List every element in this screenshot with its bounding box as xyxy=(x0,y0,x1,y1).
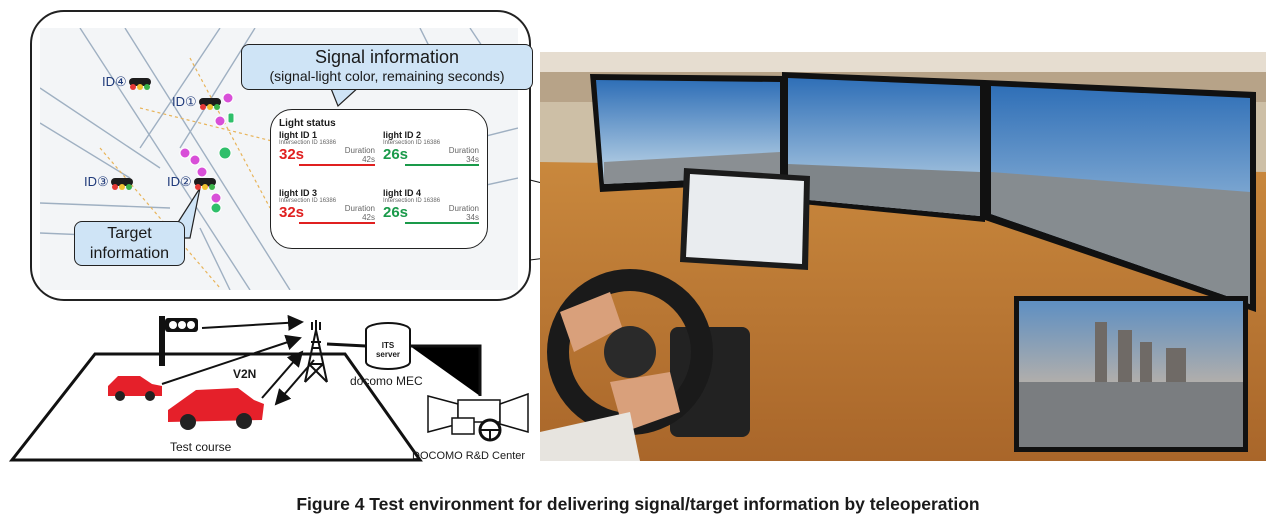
progress-line xyxy=(405,222,479,224)
light-name: light ID 3 xyxy=(279,188,317,198)
cockpit-scene xyxy=(540,52,1266,461)
its-server-label: ITS server xyxy=(373,341,403,359)
traffic-signal-icon xyxy=(159,316,198,366)
signal-id-label: ID② xyxy=(167,174,192,189)
intersection-id: Intersection ID 16386 xyxy=(383,140,441,146)
light-name: light ID 2 xyxy=(383,130,421,140)
duration-label: Duration xyxy=(448,204,479,213)
remaining-seconds: 26s xyxy=(383,204,409,221)
rd-center-label: DOCOMO R&D Center xyxy=(412,450,526,462)
light-card-3: light ID 3 Intersection ID 16386 32s Dur… xyxy=(279,188,375,224)
figure-caption: Figure 4 Test environment for delivering… xyxy=(296,494,980,514)
target-callout-line1: Target xyxy=(107,225,152,242)
light-status-panel: Light status light ID 1 Intersection ID … xyxy=(270,109,488,249)
signal-id-label: ID① xyxy=(172,94,197,109)
intersection-id: Intersection ID 16386 xyxy=(383,198,441,204)
signal-id-label: ID④ xyxy=(102,74,127,89)
large-car-icon xyxy=(168,388,264,430)
remaining-seconds: 32s xyxy=(279,146,305,163)
progress-line xyxy=(299,222,375,224)
light-card-4: light ID 4 Intersection ID 16386 26s Dur… xyxy=(383,188,479,224)
light-card-1: light ID 1 Intersection ID 16386 32s Dur… xyxy=(279,130,375,166)
duration-value: 34s xyxy=(466,155,479,164)
signal-id-4: ID④ xyxy=(102,74,151,90)
signal-id-label: ID③ xyxy=(84,174,109,189)
intersection-id: Intersection ID 16386 xyxy=(279,140,337,146)
remaining-seconds: 26s xyxy=(383,146,409,163)
signal-id-3: ID③ xyxy=(84,174,133,190)
duration-value: 42s xyxy=(362,155,375,164)
signal-id-2: ID② xyxy=(167,174,216,190)
small-car-icon xyxy=(108,376,162,401)
duration-label: Duration xyxy=(344,146,375,155)
duration-value: 42s xyxy=(362,213,375,222)
duration-label: Duration xyxy=(448,146,479,155)
light-name: light ID 4 xyxy=(383,188,421,198)
intersection-id: Intersection ID 16386 xyxy=(279,198,337,204)
remote-cockpit-icon xyxy=(427,392,529,442)
light-status-heading: Light status xyxy=(279,118,336,129)
traffic-light-icon xyxy=(110,177,133,190)
test-course-diagram xyxy=(8,314,529,462)
progress-line xyxy=(299,164,375,166)
progress-line xyxy=(405,164,479,166)
duration-value: 34s xyxy=(466,213,479,222)
its-line: ITS xyxy=(381,341,395,350)
duration-label: Duration xyxy=(344,204,375,213)
docomo-mec-label: docomo MEC xyxy=(350,374,423,388)
server-line: server xyxy=(375,350,401,359)
light-name: light ID 1 xyxy=(279,130,317,140)
traffic-light-icon xyxy=(198,97,221,110)
signal-callout-title: Signal information xyxy=(314,47,460,67)
target-information-callout: Target information xyxy=(74,221,185,266)
light-card-2: light ID 2 Intersection ID 16386 26s Dur… xyxy=(383,130,479,166)
traffic-light-icon xyxy=(193,177,216,190)
signal-information-callout: Signal information (signal-light color, … xyxy=(241,44,533,90)
teleoperation-photo xyxy=(540,52,1266,461)
signal-callout-subtitle: (signal-light color, remaining seconds) xyxy=(269,68,505,84)
target-callout-line2: information xyxy=(89,245,170,262)
its-server-icon xyxy=(365,322,411,370)
test-course-label: Test course xyxy=(170,440,232,454)
traffic-light-icon xyxy=(128,77,151,90)
signal-id-1: ID① xyxy=(172,94,221,110)
v2n-label: V2N xyxy=(233,367,257,381)
remaining-seconds: 32s xyxy=(279,204,305,221)
